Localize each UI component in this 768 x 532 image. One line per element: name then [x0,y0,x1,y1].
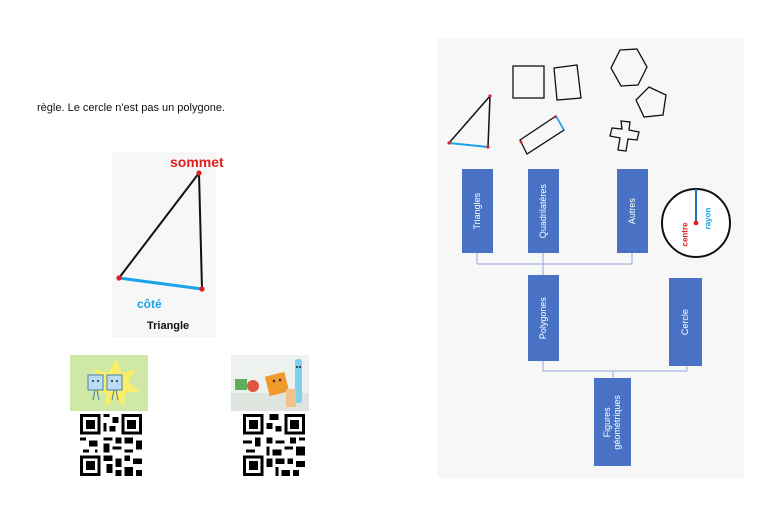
side-label: côté [137,297,162,311]
box-quadrilateres: Quadrilatères [528,169,559,253]
center-dot [694,221,699,226]
box-polygones: Polygones [528,275,559,361]
triangle-side-left [119,173,199,278]
vertex-dot-right [199,286,204,291]
cross-shape-icon [610,121,639,151]
hexagon-shape-icon [611,49,647,86]
qr-code-2[interactable] [243,414,305,476]
diagram-shapes [437,38,744,478]
square-shape-icon [513,66,544,98]
box-cercle-label: Cercle [680,309,690,335]
qr-code-1[interactable] [80,414,142,476]
circle-center-label: centre [681,222,690,246]
box-autres-label: Autres [627,198,637,224]
quadrilateral-shape-icon [554,65,581,100]
rectangle-shape-icon [520,116,564,154]
triangle-side-highlighted [119,278,202,289]
box-triangles: Triangles [462,169,493,253]
circle-radius-label: rayon [703,208,712,230]
triangle-shape-icon [447,94,491,148]
vertex-label: sommet [170,154,224,170]
box-cercle: Cercle [669,278,702,366]
box-figures-line1: Figures [602,395,612,450]
video-thumbnail-1[interactable] [70,355,148,411]
pentagon-shape-icon [636,87,666,117]
vertex-dot-top [196,170,201,175]
vertex-dot-left [116,275,121,280]
triangle-side-right [199,173,202,289]
triangle-illustration [112,152,216,337]
box-polygones-label: Polygones [538,297,548,339]
box-triangles-label: Triangles [472,193,482,230]
geometry-classification-diagram: centre rayon Triangles Quadrilatères Aut… [437,38,744,478]
intro-text: règle. Le cercle n'est pas un polygone. [37,102,225,114]
triangle-caption: Triangle [147,320,189,332]
video-thumbnail-2[interactable] [231,355,309,411]
box-autres: Autres [617,169,648,253]
connector-lines [477,253,687,378]
box-quadrilateres-label: Quadrilatères [538,184,548,238]
box-figures-line2: géométriques [613,395,623,450]
